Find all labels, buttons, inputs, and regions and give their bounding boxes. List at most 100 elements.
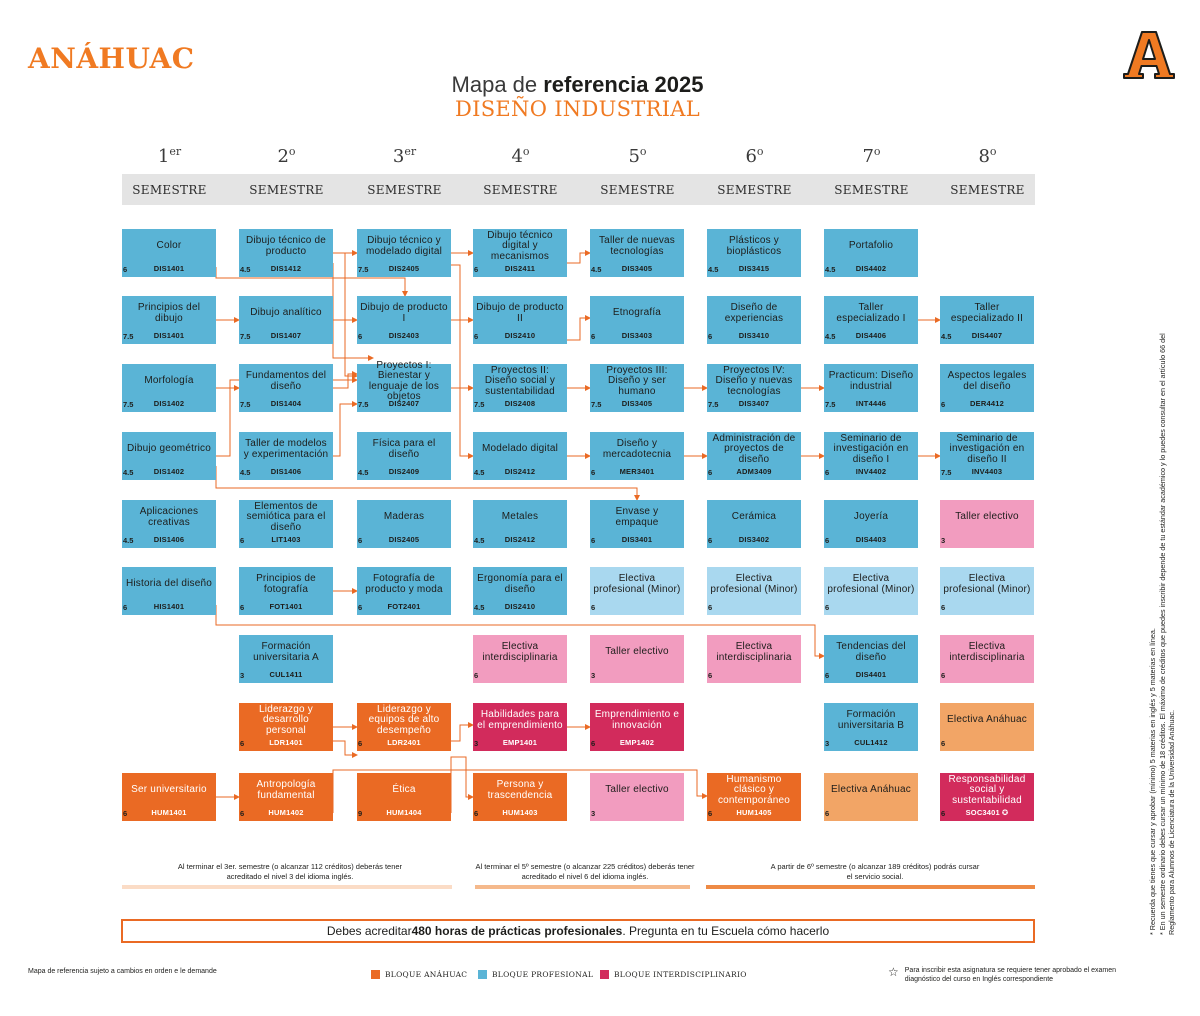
course-credits: 7.5 xyxy=(240,400,251,409)
course-code: DIS1401 xyxy=(153,264,185,273)
prerequisite-arrow xyxy=(332,263,374,361)
course-code: HUM1402 xyxy=(268,808,304,817)
course-credits: 7.5 xyxy=(123,400,134,409)
semester-digit: 3 xyxy=(392,146,405,167)
course-credits: 4.5 xyxy=(825,265,836,274)
course-name: Ser universitario xyxy=(131,784,207,796)
course-name: Dibujo técnico y modelado digital xyxy=(365,235,443,257)
course-code: DIS1401 xyxy=(153,331,185,340)
course-code: DIS3405 xyxy=(621,399,653,408)
semester-number: 4o xyxy=(463,145,578,167)
page-title: Mapa de referencia 2025 xyxy=(451,72,704,97)
course-credits: 4.5 xyxy=(941,332,952,341)
course-code: DIS1402 xyxy=(153,399,185,408)
course-credits: 6 xyxy=(474,265,479,274)
course-code: DIS4406 xyxy=(855,331,887,340)
course-code: DIS2407 xyxy=(388,399,420,408)
course-name: Dibujo analítico xyxy=(250,307,322,319)
prerequisite-arrow xyxy=(451,722,474,742)
semester-suffix: o xyxy=(288,145,296,158)
course-credits: 6 xyxy=(708,468,713,477)
course-name: Fundamentos del diseño xyxy=(245,370,327,392)
course-name: Taller especializado II xyxy=(950,302,1024,324)
course-name: Electiva profesional (Minor) xyxy=(943,573,1031,595)
course-name: Responsabilidad social y sustentabilidad xyxy=(948,773,1026,806)
semester-label: SEMESTRE xyxy=(834,183,909,197)
semester-label: SEMESTRE xyxy=(132,183,207,197)
semester-digit: 7 xyxy=(862,146,874,167)
course-name: Formación universitaria A xyxy=(253,641,319,663)
course-code: LDR2401 xyxy=(387,738,421,747)
course-credits: 6 xyxy=(825,468,830,477)
course-code: HUM1403 xyxy=(502,808,538,817)
course-code: INT4446 xyxy=(855,399,887,408)
course-credits: 7.5 xyxy=(123,332,134,341)
course-code: LIT1403 xyxy=(271,535,301,544)
course-credits: 6 xyxy=(358,332,363,341)
course-name: Administración de proyectos de diseño xyxy=(712,432,796,465)
course-name: Tendencias del diseño xyxy=(836,641,906,663)
course-credits: 4.5 xyxy=(123,536,134,545)
course-code: DIS2403 xyxy=(388,331,420,340)
course-name: Emprendimiento e innovación xyxy=(594,709,680,731)
course-name: Dibujo técnico de producto xyxy=(245,235,327,257)
course-name: Electiva profesional (Minor) xyxy=(827,573,915,595)
course-credits: 3 xyxy=(825,739,830,748)
course-code: HUM1405 xyxy=(736,808,772,817)
course-credits: 7.5 xyxy=(240,332,251,341)
course-credits: 6 xyxy=(358,536,363,545)
course-credits: 3 xyxy=(474,739,479,748)
course-credits: 6 xyxy=(591,739,596,748)
course-name: Taller electivo xyxy=(605,784,669,796)
semester-suffix: o xyxy=(756,145,764,158)
course-name: Joyería xyxy=(853,511,889,523)
course-credits: 4.5 xyxy=(591,265,602,274)
course-box: Electiva profesional (Minor) xyxy=(707,567,801,615)
semester-label: SEMESTRE xyxy=(950,183,1025,197)
course-name: Ética xyxy=(392,784,416,796)
course-code: DIS2410 xyxy=(504,331,536,340)
course-credits: 6 xyxy=(358,603,363,612)
course-credits: 6 xyxy=(474,809,479,818)
semester-number: 1er xyxy=(112,145,227,167)
course-credits: 4.5 xyxy=(474,603,485,612)
program-name: DISEÑO INDUSTRIAL xyxy=(454,97,701,121)
prerequisite-arrow xyxy=(332,769,708,813)
legend-swatch xyxy=(371,970,380,979)
course-credits: 6 xyxy=(591,332,596,341)
course-name: Etnografía xyxy=(612,307,662,319)
course-box: Seminario de investigación en diseño II I… xyxy=(940,432,1034,480)
course-code: DIS2405 xyxy=(388,264,420,273)
course-code: INV4403 xyxy=(971,467,1003,476)
course-name: Principios de fotografía xyxy=(256,573,316,595)
course-credits: 6 xyxy=(708,603,713,612)
course-box: Electiva Anáhuac xyxy=(940,703,1034,751)
course-box: Proyectos IV: Diseño y nuevas tecnología… xyxy=(707,364,801,412)
prerequisite-arrow xyxy=(215,466,640,501)
course-name: Metales xyxy=(501,511,539,523)
course-name: Seminario de investigación en diseño I xyxy=(833,432,909,465)
course-credits: 6 xyxy=(825,809,830,818)
course-name: Seminario de investigación en diseño II xyxy=(949,432,1025,465)
semester-label: SEMESTRE xyxy=(600,183,675,197)
course-credits: 3 xyxy=(591,809,596,818)
course-code: DIS4407 xyxy=(971,331,1003,340)
